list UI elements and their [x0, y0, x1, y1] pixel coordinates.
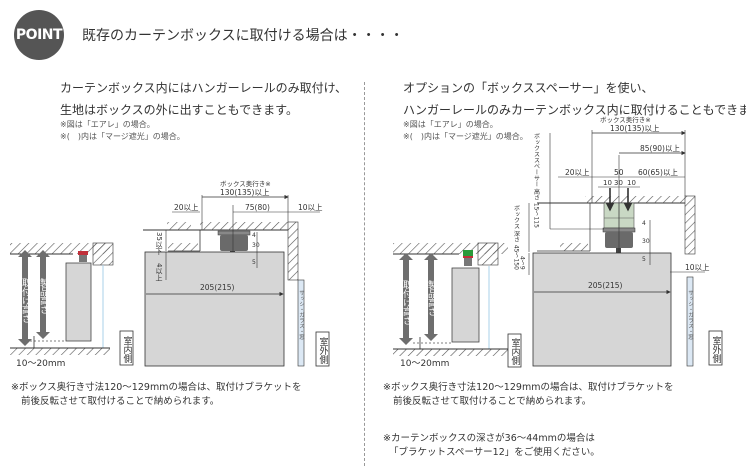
box-height-dim: 35以下	[155, 232, 163, 256]
left-lead-line: 生地はボックスの外に出すこともできます。	[60, 103, 298, 117]
mount-height-arrow	[18, 250, 32, 346]
ceiling-hatch	[10, 243, 110, 254]
top-gap-dim: 4	[642, 220, 646, 227]
spacer-width-dim: 50	[614, 168, 624, 177]
box-depth-dim: 130(135)以上	[220, 188, 270, 197]
rail-body	[220, 235, 248, 251]
top-gap-dim: 4	[252, 232, 256, 239]
left-lead: カーテンボックス内にはハンガーレールのみ取付け、 生地はボックスの外に出すことも…	[60, 77, 347, 121]
mount-height-label: 取付け高さ	[20, 278, 31, 323]
min-clear-dim: 4以上	[155, 263, 163, 282]
right-footnote-2: ※カーテンボックスの深さが36〜44mmの場合は 「ブラケットスペーサー12」を…	[383, 432, 600, 460]
bracket-cap	[78, 251, 88, 255]
clear-dim: 4〜9	[519, 256, 526, 270]
width-dim: 205(215)	[588, 281, 623, 290]
left-footnote: ※ボックス奥行き寸法120〜129mmの場合は、取付けブラケットを 前後反転させ…	[11, 381, 301, 409]
indoor-label: 室内側	[510, 337, 521, 365]
left-lead-line: カーテンボックス内にはハンガーレールのみ取付け、	[60, 81, 348, 95]
column-divider	[364, 82, 365, 466]
left-note: ※図は「エアレ」の場合。	[60, 120, 155, 129]
rail-h-dim: 30	[642, 238, 650, 245]
gap-right-dim: 10以上	[685, 263, 710, 272]
right-note: ※図は「エアレ」の場合。	[403, 120, 498, 129]
rail-gap-dim: 5	[252, 259, 256, 266]
rail-gap-dim: 5	[642, 256, 646, 263]
indoor-label-box	[119, 330, 134, 366]
rail-offset-dim: 75(80)	[245, 203, 270, 212]
rail	[79, 255, 87, 262]
footnote-line: ※ボックス奥行き寸法120〜129mmの場合は、取付けブラケットを	[11, 382, 302, 393]
dim-10b: 10	[627, 179, 636, 187]
box-depth-caption: ボックス奥行き※	[220, 179, 271, 188]
right-lead-line: ハンガーレールのみカーテンボックス内に取付けることもできます。	[403, 103, 746, 117]
right-main-diagram: ボックス奥行き※ 130(135)以上 85(90)以上 20以上 50 60(…	[513, 115, 710, 367]
gap-left-dim: 20以上	[174, 203, 199, 212]
gap-left-dim: 20以上	[565, 168, 590, 177]
blind-body	[65, 262, 92, 342]
footnote-line: ※ボックス奥行き寸法120〜129mmの場合は、取付けブラケットを	[383, 382, 674, 393]
window-label: サッシ・ガラス・窓	[298, 290, 305, 340]
mount-height-label: 取付け高さ	[401, 280, 412, 325]
box-depth-dim: 130(135)以上	[610, 124, 660, 133]
offset-right-dim: 85(90)以上	[640, 144, 680, 153]
left-side-view: 取付け高さ 製品高さ 10〜20mm	[10, 242, 114, 369]
box-depth-caption: ボックス奥行き※	[600, 115, 651, 124]
floor-gap-label: 10〜20mm	[16, 359, 65, 369]
outdoor-label-box	[315, 331, 330, 367]
right-side-view: 取付け高さ 製品高さ 10〜20mm	[393, 242, 508, 369]
gap-right-dim: 10以上	[298, 203, 323, 212]
product-height-arrow	[36, 250, 50, 339]
outdoor-label: 室外側	[711, 335, 722, 363]
floor-hatch	[10, 348, 110, 355]
spacer-cap	[463, 250, 473, 256]
window-label: サッシ・ガラス・窓	[687, 290, 694, 340]
right-footnote: ※ボックス奥行き寸法120〜129mmの場合は、取付けブラケットを 前後反転させ…	[383, 381, 673, 409]
right-lead: オプションの「ボックススペーサー」を使い、 ハンガーレールのみカーテンボックス内…	[403, 77, 746, 121]
width-dim: 205(215)	[200, 283, 235, 292]
product-height-label: 製品高さ	[426, 279, 437, 316]
footnote-line: 「ブラケットスペーサー12」をご使用ください。	[389, 447, 600, 458]
right-notes: ※図は「エアレ」の場合。 ※( )内は「マージ遮光」の場合。	[403, 119, 528, 143]
left-notes: ※図は「エアレ」の場合。 ※( )内は「マージ遮光」の場合。	[60, 119, 185, 143]
right-lead-line: オプションの「ボックススペーサー」を使い、	[403, 81, 654, 95]
indoor-label: 室内側	[122, 335, 133, 363]
dim-10a: 10	[603, 179, 612, 187]
left-note: ※( )内は「マージ遮光」の場合。	[60, 132, 185, 141]
dim-30: 30	[614, 179, 623, 187]
page-title: 既存のカーテンボックスに取付ける場合は・・・・	[82, 28, 404, 44]
window-glass	[297, 279, 305, 367]
outdoor-label: 室外側	[318, 336, 329, 364]
point-badge: POINT	[14, 10, 64, 60]
footnote-line: ※カーテンボックスの深さが36〜44mmの場合は	[383, 433, 595, 444]
box-depth-vertical: ボックス 深さ 45〜150	[513, 205, 520, 270]
rail-h-dim: 30	[252, 242, 260, 249]
right-wall-hatch	[287, 221, 299, 281]
footnote-line: 前後反転させて取付けることで納められます。	[21, 396, 220, 407]
box-wall-hatch	[92, 242, 114, 266]
box-top-hatch	[200, 222, 288, 230]
product-height-label: 製品高さ	[38, 277, 49, 314]
spacer-depth-dim: ボックススペーサー 高さ 15〜115	[533, 133, 540, 228]
offset-right2-dim: 60(65)以上	[638, 168, 678, 177]
floor-gap-label: 10〜20mm	[400, 359, 449, 369]
footnote-line: 前後反転させて取付けることで納められます。	[393, 396, 592, 407]
bracket-cap	[463, 256, 473, 258]
right-note: ※( )内は「マージ遮光」の場合。	[403, 132, 528, 141]
left-main-diagram: ボックス奥行き※ 130(135)以上 20以上 75(80) 10以上 35以…	[143, 179, 323, 367]
blind-body	[144, 251, 285, 367]
